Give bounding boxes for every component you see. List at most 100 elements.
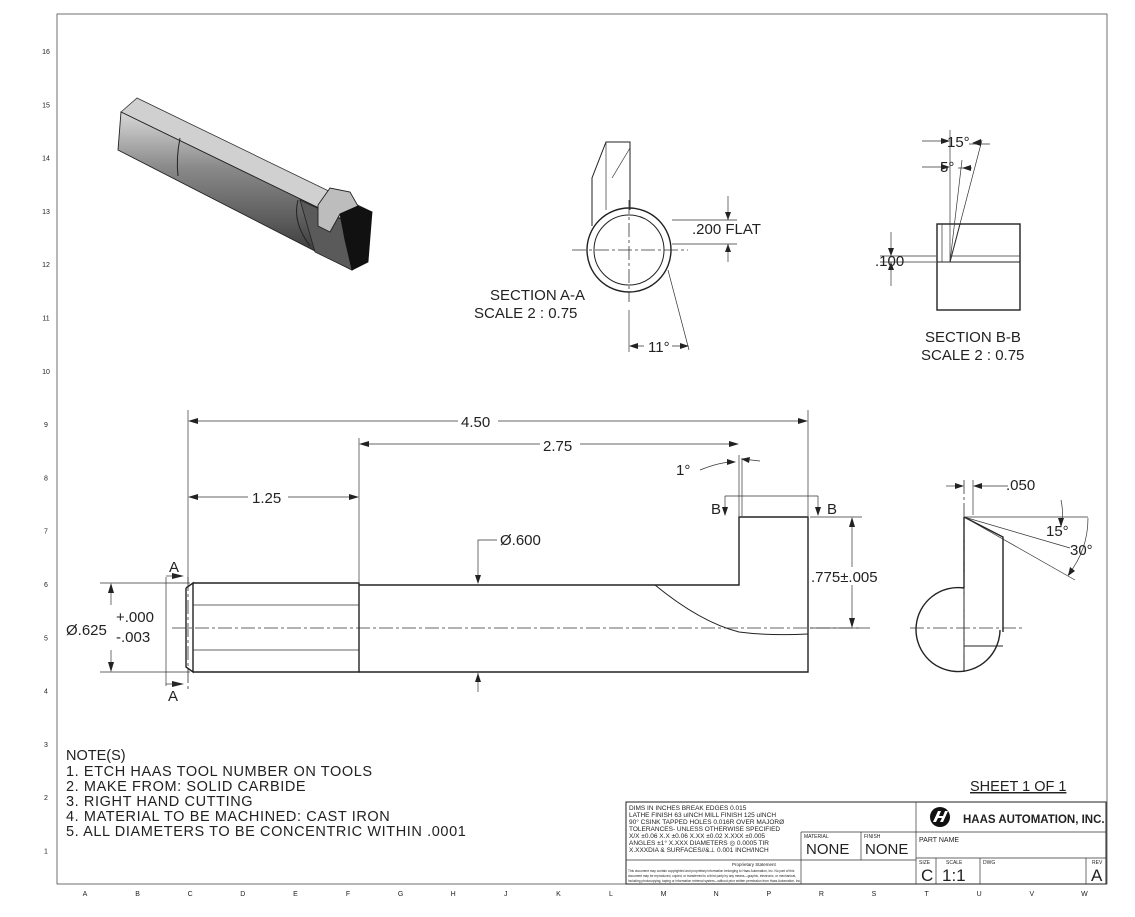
proprietary-line: including photocopying, taping or inform…: [628, 879, 801, 883]
sheet-number: SHEET 1 OF 1: [970, 779, 1066, 795]
row-number-13: 13: [42, 209, 50, 216]
flat-dim-label: .200 FLAT: [692, 221, 761, 238]
haas-logo-icon: [930, 807, 950, 827]
section-b-angle-5: 5°: [940, 159, 954, 176]
column-letter-M: M: [661, 891, 667, 898]
section-b-angle-15: 15°: [947, 134, 970, 151]
row-number-15: 15: [42, 102, 50, 109]
overall-length-dim: 4.50: [461, 414, 490, 431]
column-letter-H: H: [451, 891, 456, 898]
column-letter-D: D: [240, 891, 245, 898]
column-letter-P: P: [766, 891, 771, 898]
note-item: 1. ETCH HAAS TOOL NUMBER ON TOOLS: [66, 764, 373, 780]
column-letter-G: G: [398, 891, 403, 898]
section-b-cut-label-left: B: [711, 501, 721, 518]
row-number-5: 5: [44, 635, 48, 642]
scale-label: SCALE: [946, 860, 963, 866]
section-a-angle-label: 11°: [648, 339, 670, 356]
end-offset-dim: .050: [1006, 477, 1035, 494]
shank-diameter-dim: Ø.625: [66, 622, 107, 639]
proprietary-line: This document may contain copyrighted an…: [628, 869, 795, 873]
tolerance-line: X.XXXDIA & SURFACES//&⊥ 0.001 INCH/INCH: [629, 847, 769, 854]
column-letter-W: W: [1081, 891, 1088, 898]
tolerance-line: TOLERANCES- UNLESS OTHERWISE SPECIFIED: [629, 826, 780, 833]
column-letter-L: L: [609, 891, 613, 898]
section-b-depth-dim: .100: [875, 253, 904, 270]
tolerance-line: X/X ±0.06 X.X ±0.06 X.XX ±0.02 X.XXX ±0.…: [629, 833, 765, 840]
column-letter-V: V: [1029, 891, 1034, 898]
column-letter-C: C: [188, 891, 193, 898]
note-item: 3. RIGHT HAND CUTTING: [66, 794, 253, 810]
section-a-title: SECTION A-A: [490, 287, 585, 304]
title-block: DIMS IN INCHES BREAK EDGES 0.015 LATHE F…: [625, 801, 1107, 885]
proprietary-title: Proprietary Statement: [732, 862, 777, 867]
section-b-scale: SCALE 2 : 0.75: [921, 347, 1024, 364]
end-angle-15: 15°: [1046, 523, 1069, 540]
column-letter-U: U: [977, 891, 982, 898]
row-number-12: 12: [42, 262, 50, 269]
row-number-8: 8: [44, 475, 48, 482]
tolerance-line: LATHE FINISH 63 uINCH MILL FINISH 125 uI…: [629, 812, 776, 819]
end-angle-30: 30°: [1070, 542, 1093, 559]
section-a-cut-label-top: A: [169, 559, 179, 576]
dwg-label: DWG: [983, 860, 995, 866]
sheet-border: [56, 13, 1108, 885]
part-name-label: PART NAME: [919, 837, 959, 844]
scale-value: 1:1: [942, 866, 966, 885]
size-value: C: [921, 866, 933, 885]
company-name: HAAS AUTOMATION, INC.: [963, 814, 1105, 826]
note-item: 2. MAKE FROM: SOLID CARBIDE: [66, 779, 306, 795]
notes-heading: NOTE(S): [66, 748, 126, 764]
column-letter-S: S: [872, 891, 877, 898]
note-item: 5. ALL DIAMETERS TO BE CONCENTRIC WITHIN…: [66, 824, 466, 840]
main-side-view: A A B B 4.50 2.75 1.25 1°: [66, 410, 891, 705]
tolerance-line: ANGLES ±1° X.XXX DIAMETERS ◎ 0.0005 TIR: [629, 839, 769, 847]
row-number-9: 9: [44, 422, 48, 429]
column-letter-N: N: [714, 891, 719, 898]
isometric-view: [117, 97, 373, 271]
head-height-dim: .775±.005: [811, 569, 878, 586]
row-number-14: 14: [42, 156, 50, 163]
row-number-10: 10: [42, 369, 50, 376]
cut-length-dim: 2.75: [543, 438, 572, 455]
relief-angle-dim: 1°: [676, 462, 690, 479]
row-number-16: 16: [42, 49, 50, 56]
tolerance-line: DIMS IN INCHES BREAK EDGES 0.015: [629, 805, 747, 812]
column-letter-J: J: [504, 891, 508, 898]
section-a-cut-label-bottom: A: [168, 688, 178, 705]
notes-block: NOTE(S) 1. ETCH HAAS TOOL NUMBER ON TOOL…: [66, 748, 466, 840]
column-letter-B: B: [135, 891, 140, 898]
row-number-6: 6: [44, 582, 48, 589]
finish-value: NONE: [865, 841, 908, 858]
shank-length-dim: 1.25: [252, 490, 281, 507]
column-letter-T: T: [924, 891, 929, 898]
column-letter-R: R: [819, 891, 824, 898]
column-letter-E: E: [293, 891, 298, 898]
shank-tolerance-minus: -.003: [116, 629, 150, 646]
proprietary-line: document may be reproduced, copied, or t…: [628, 874, 796, 878]
neck-diameter-dim: Ø.600: [500, 532, 541, 549]
section-a-a-view: .200 FLAT 11° SECTION A-A SCALE 2 : 0.75: [474, 141, 761, 356]
section-a-scale: SCALE 2 : 0.75: [474, 305, 577, 322]
rev-value: A: [1091, 866, 1103, 885]
note-item: 4. MATERIAL TO BE MACHINED: CAST IRON: [66, 809, 390, 825]
section-b-cut-label-right: B: [827, 501, 837, 518]
column-letter-F: F: [346, 891, 350, 898]
material-value: NONE: [806, 841, 849, 858]
row-number-4: 4: [44, 689, 48, 696]
row-number-2: 2: [44, 795, 48, 802]
rev-label: REV: [1092, 860, 1103, 866]
row-number-11: 11: [42, 316, 49, 323]
size-label: SIZE: [919, 860, 931, 866]
column-letter-K: K: [556, 891, 561, 898]
end-view: .050 15° 30°: [910, 477, 1093, 673]
section-b-b-view: 15° 5° .100 SECTION B-B SCALE 2 : 0.75: [875, 130, 1024, 364]
row-number-3: 3: [44, 742, 48, 749]
material-label: MATERIAL: [804, 834, 829, 840]
row-number-7: 7: [44, 529, 48, 536]
column-letter-A: A: [83, 891, 88, 898]
finish-label: FINISH: [864, 834, 881, 840]
